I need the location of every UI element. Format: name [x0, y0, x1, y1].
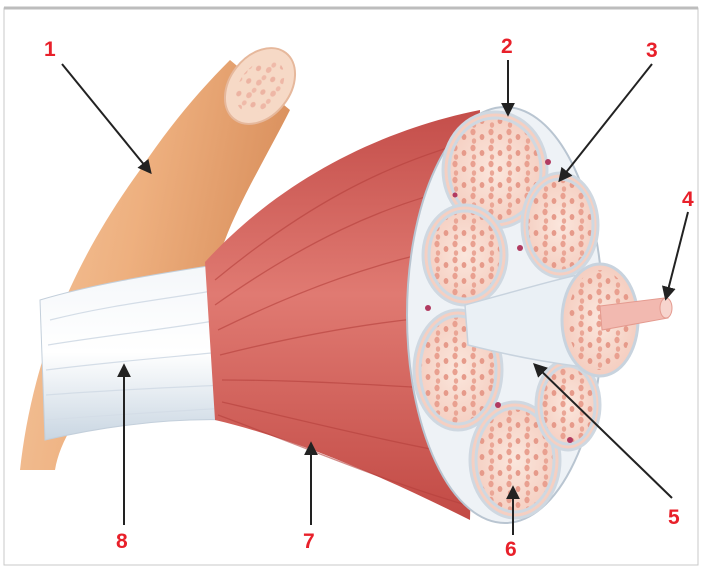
label-2: 2: [501, 35, 513, 58]
label-4: 4: [682, 188, 694, 211]
label-5: 5: [668, 506, 680, 529]
label-6: 6: [505, 538, 517, 561]
label-8: 8: [116, 530, 128, 553]
label-3: 3: [646, 39, 658, 62]
label-7: 7: [303, 530, 315, 553]
label-1: 1: [44, 38, 56, 61]
